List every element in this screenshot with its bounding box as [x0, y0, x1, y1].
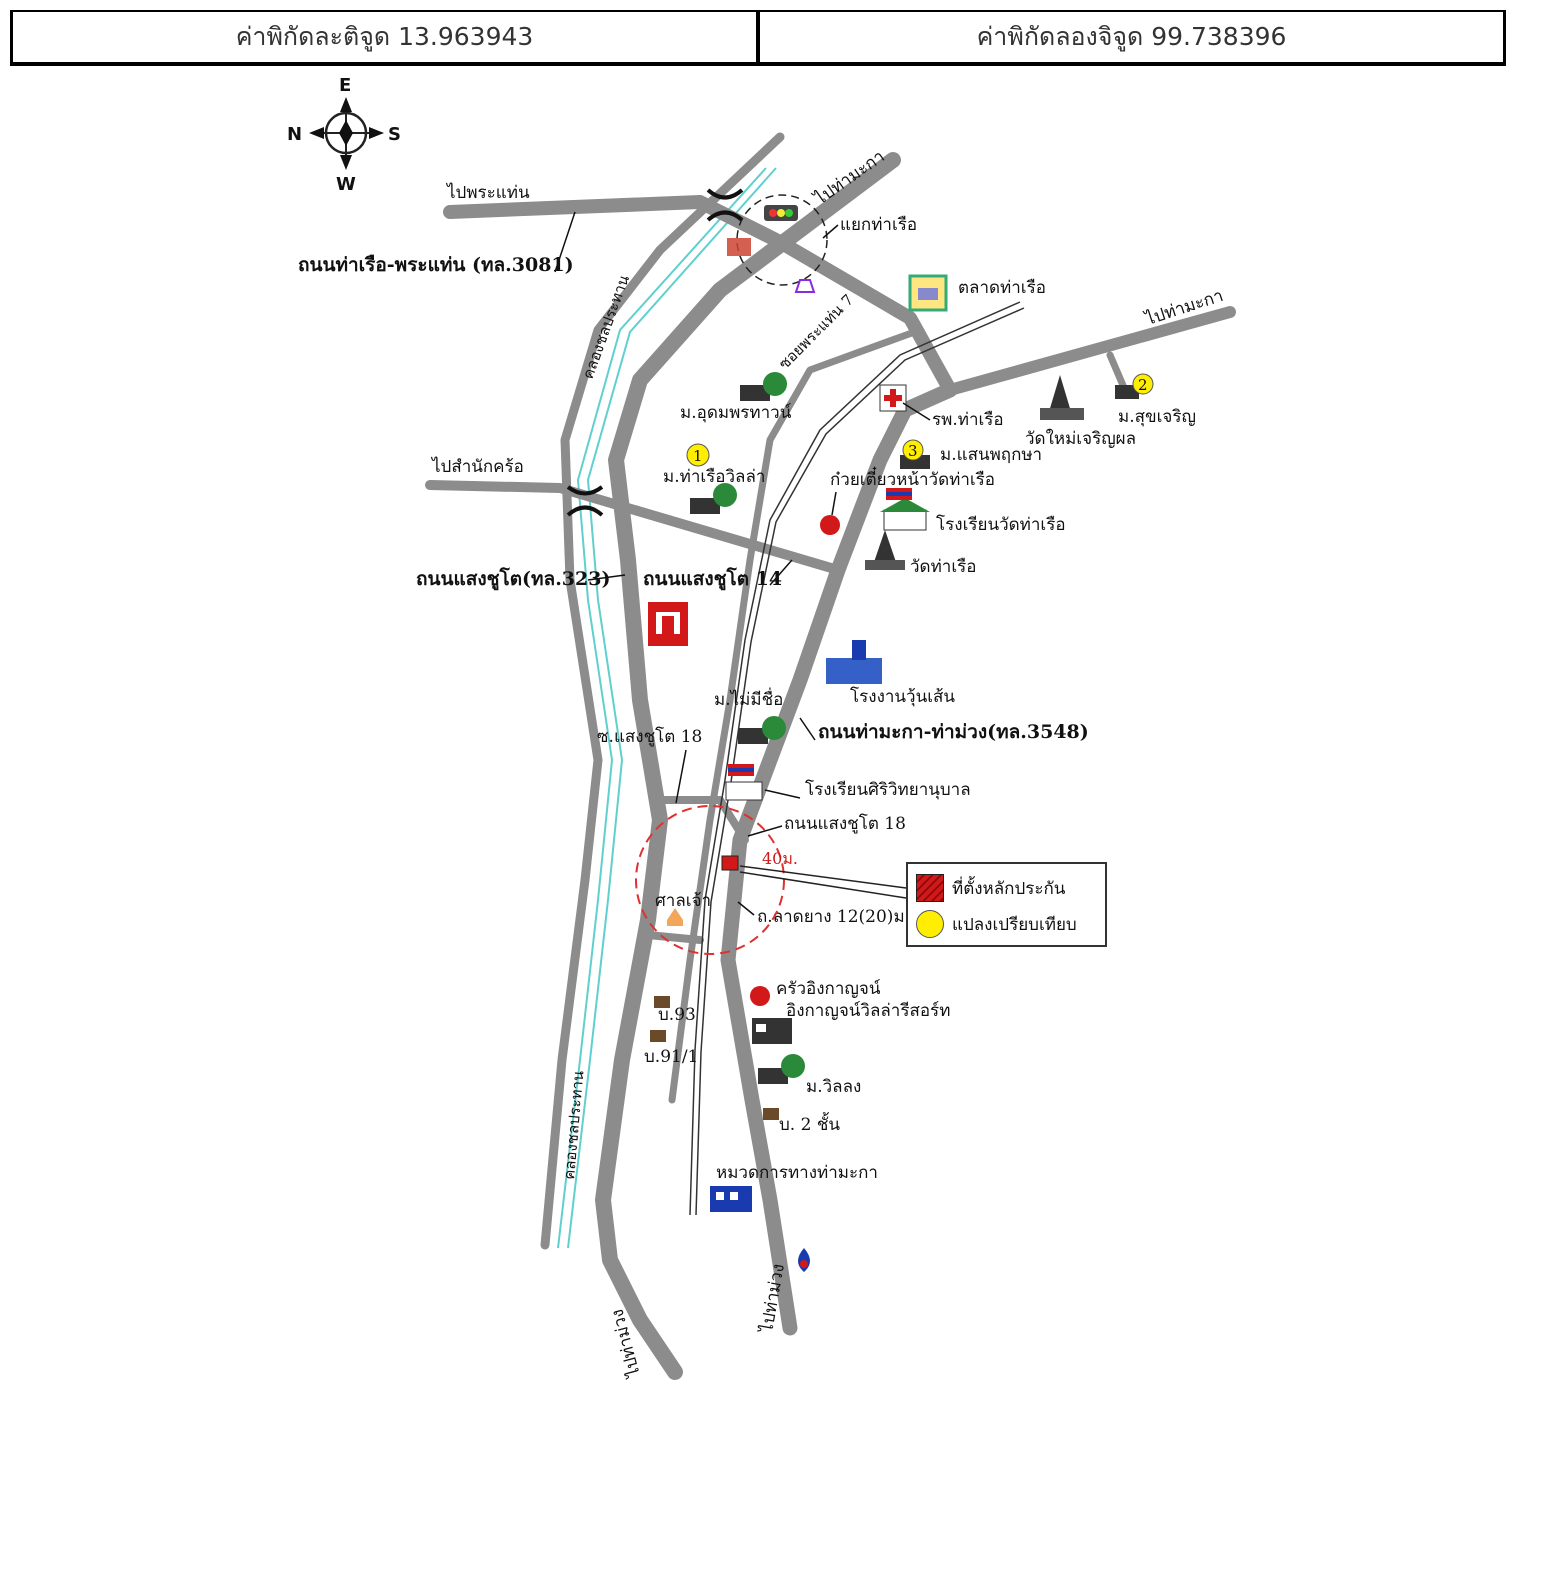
legend-comparable: แปลงเปรียบเทียบ [916, 910, 1077, 938]
road-3081-label: ถนนท่าเรือ-พระแท่น (ทล.3081) [298, 254, 574, 276]
comparable-3-marker: 3 [900, 439, 930, 469]
hospital-icon [879, 384, 907, 412]
wilai-label: ม.วิลลง [806, 1077, 861, 1097]
road-sangchuto-14-label: ถนนแสงชูโต 14 [643, 567, 782, 591]
road-network [425, 132, 1236, 1380]
legend-comparable-label: แปลงเปรียบเทียบ [952, 914, 1077, 935]
village-icon [758, 1054, 805, 1084]
school-siri-label: โรงเรียนศิริวิทยานุบาล [805, 779, 971, 800]
wat-mai-label: วัดใหม่เจริญผล [1025, 428, 1136, 449]
dealer-logo-icon [648, 602, 688, 646]
compass-icon: E N S W [287, 75, 401, 195]
legend-subject: ที่ตั้งหลักประกัน [916, 874, 1065, 902]
canal-lower-label: คลองชลประทาน [560, 1070, 587, 1180]
soi-sangchuto-18-label: ซ.แสงชูโต 18 [597, 726, 702, 747]
compass-north: N [287, 124, 302, 145]
road-323-label: ถนนแสงชูโต(ทล.323) [416, 567, 610, 591]
coordinate-bar: ค่าพิกัดละติจูด 13.963943 ค่าพิกัดลองจิจ… [10, 10, 1506, 66]
comparable-2-marker: 2 [1115, 373, 1154, 399]
market-label: ตลาดท่าเรือ [958, 278, 1046, 298]
restaurant-label: ครัวอิงกาญจน์ [776, 979, 881, 999]
compass-west: W [336, 174, 356, 195]
restaurant-icon [820, 515, 840, 535]
house-icon [650, 996, 779, 1120]
subject-marker [721, 855, 739, 871]
bridge-icon [566, 188, 744, 517]
compass-east: E [339, 75, 351, 96]
comparable-2-number: 2 [1138, 376, 1148, 394]
restaurant-icon [750, 986, 792, 1044]
house-91-1-label: บ.91/1 [644, 1047, 698, 1067]
to-phra-thaen-label: ไปพระแท่น [445, 182, 530, 203]
temple-icon [865, 530, 905, 570]
saen-phruksa-label: ม.แสนพฤกษา [940, 445, 1042, 465]
house-2-label: บ. 2 ชั้น [779, 1112, 840, 1135]
compass-south: S [388, 124, 401, 145]
junction-label: แยกท่าเรือ [840, 215, 917, 235]
noodle-shop-label: ก๋วยเตี๋ยวหน้าวัดท่าเรือ [830, 466, 995, 490]
udomphon-label: ม.อุดมพรทาวน์ [680, 403, 792, 423]
asphalt-road-label: ถ.ลาดยาง 12(20)ม. [757, 907, 910, 927]
office-icon [710, 1186, 752, 1212]
tha-ruea-villa-label: ม.ท่าเรือวิลล่า [663, 467, 765, 487]
railway [689, 301, 1025, 1216]
resort-label: อิงกาญจน์วิลล่ารีสอร์ท [786, 1001, 950, 1021]
legend-subject-label: ที่ตั้งหลักประกัน [952, 878, 1066, 899]
comparable-1-marker: 1 [686, 443, 737, 514]
wat-tha-ruea-label: วัดท่าเรือ [910, 557, 977, 577]
school-wat-label: โรงเรียนวัดท่าเรือ [936, 514, 1066, 535]
highway-unit-label: หมวดการทางท่ามะกา [716, 1163, 878, 1183]
canal-upper-label: คลองชลประทาน [579, 273, 633, 382]
irrigation-canal [557, 167, 777, 1249]
traffic-light-icon [727, 194, 828, 293]
subject-leader-line [739, 871, 907, 899]
road-sangchuto-18-label: ถนนแสงชูโต 18 [784, 813, 906, 834]
market-icon [908, 274, 948, 312]
house-93-label: บ.93 [658, 1005, 696, 1025]
temple-icon [1040, 375, 1084, 420]
comparable-3-number: 3 [908, 442, 918, 460]
legend: ที่ตั้งหลักประกัน แปลงเปรียบเทียบ [906, 862, 1107, 947]
road-3548-label: ถนนท่ามะกา-ท่าม่วง(ทล.3548) [818, 721, 1089, 743]
latitude-cell: ค่าพิกัดละติจูด 13.963943 [235, 22, 534, 51]
village-icon [738, 716, 786, 744]
maimi-label: ม.ไม่มีชื่อ [714, 687, 783, 710]
shrine-icon [667, 908, 683, 926]
longitude-cell: ค่าพิกัดลองจิจูด 99.738396 [756, 12, 1503, 62]
label-arrows [587, 224, 931, 916]
comparable-swatch [916, 910, 944, 938]
school-icon [880, 488, 930, 531]
subject-leader-line [739, 865, 907, 889]
factory-icon [826, 640, 882, 684]
distance-label: 40ม. [762, 849, 798, 868]
factory-label: โรงงานวุ้นเส้น [850, 686, 955, 707]
gas-station-icon [798, 1248, 810, 1272]
subject-radius [635, 805, 785, 955]
to-samnak-khrao-label: ไปสำนักคร้อ [430, 456, 524, 477]
suk-charoen-label: ม.สุขเจริญ [1118, 407, 1196, 427]
hospital-label: รพ.ท่าเรือ [932, 410, 1004, 430]
comparable-1-number: 1 [693, 447, 703, 465]
school-icon [725, 764, 763, 801]
village-icon [740, 372, 787, 401]
subject-swatch [916, 874, 944, 902]
road-3081-arrow [554, 211, 576, 273]
shrine-label: ศาลเจ้า [655, 891, 711, 911]
